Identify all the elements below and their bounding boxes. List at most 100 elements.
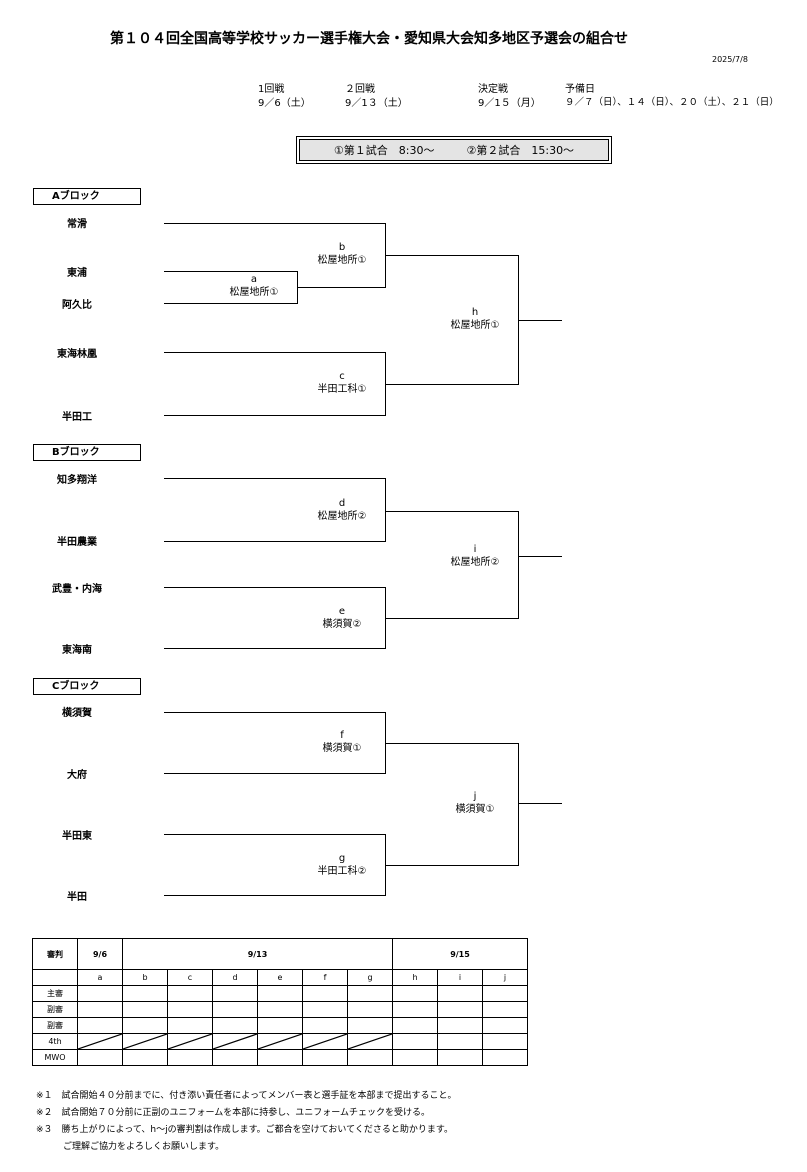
line-b2 <box>164 541 385 542</box>
row-label: 副審 <box>32 1017 78 1034</box>
match-a-id: a <box>250 274 258 285</box>
line-c1 <box>164 712 385 713</box>
line-match-j <box>518 743 519 866</box>
match-h-id: h <box>471 307 479 318</box>
referee-col-i: i <box>437 969 483 986</box>
line-h-out <box>518 320 562 321</box>
referee-col-g: g <box>347 969 393 986</box>
row-label: 4th <box>32 1033 78 1050</box>
referee-row-assistant-1: 副審 <box>32 1001 528 1018</box>
referee-row-main: 主審 <box>32 985 528 1002</box>
referee-col-c: c <box>167 969 213 986</box>
line-b4 <box>164 648 385 649</box>
line-c2 <box>164 773 385 774</box>
line-b-out <box>385 255 518 256</box>
team-c4: 半田 <box>67 892 87 903</box>
row-label: 副審 <box>32 1001 78 1018</box>
line-c3 <box>164 834 385 835</box>
line-a1 <box>164 223 385 224</box>
team-c1: 横須賀 <box>62 708 92 719</box>
team-a1: 常滑 <box>67 219 87 230</box>
first-match-time: ①第１試合 8:30～ <box>333 144 435 157</box>
line-a4 <box>164 352 385 353</box>
match-h-venue: 松屋地所① <box>450 320 500 331</box>
referee-col-f: f <box>302 969 348 986</box>
line-match-i <box>518 511 519 619</box>
line-c4 <box>164 895 385 896</box>
block-a-label: Aブロック <box>33 188 141 205</box>
disabled-cell <box>212 1033 258 1050</box>
match-e-id: e <box>338 606 346 617</box>
match-j-label: j 横須賀① <box>456 790 495 816</box>
referee-col-h: h <box>392 969 438 986</box>
referee-table: 審判 9/6 9/13 9/15 a b c d e f g h i j 主審 … <box>32 938 528 1066</box>
referee-col-d: d <box>212 969 258 986</box>
document-date: 2025/7/8 <box>712 55 748 64</box>
note-3: ※３ 勝ち上がりによって、h～jの審判割は作成します。ご都合を空けておいてくださ… <box>36 1125 453 1135</box>
match-a-label: a 松屋地所① <box>230 273 279 299</box>
block-b-label: Bブロック <box>33 444 141 461</box>
match-c-label: c 半田工科① <box>318 370 367 396</box>
referee-col-e: e <box>257 969 303 986</box>
disabled-cell <box>122 1033 168 1050</box>
team-b3: 武豊・内海 <box>52 584 102 595</box>
referee-col-b: b <box>122 969 168 986</box>
note-1: ※１ 試合開始４０分前までに、付き添い責任者によってメンバー表と選手証を本部まで… <box>36 1091 457 1101</box>
match-f-id: f <box>340 730 344 741</box>
schedule-round-final: 決定戦 <box>478 84 508 95</box>
notes: ※１ 試合開始４０分前までに、付き添い責任者によってメンバー表と選手証を本部まで… <box>36 1088 457 1156</box>
match-f-venue: 横須賀① <box>322 743 362 754</box>
match-f-label: f 横須賀① <box>323 729 362 755</box>
match-b-id: b <box>338 242 346 253</box>
line-a2 <box>164 271 297 272</box>
schedule-round-2: ２回戦 <box>345 84 375 95</box>
note-2: ※２ 試合開始７０分前に正副のユニフォームを本部に持参し、ユニフォームチェックを… <box>36 1108 431 1118</box>
match-c-venue: 半田工科① <box>317 384 367 395</box>
schedule-round-1: 1回戦 <box>258 84 285 95</box>
line-a5 <box>164 415 385 416</box>
match-i-label: i 松屋地所② <box>451 543 500 569</box>
disabled-cell <box>302 1033 348 1050</box>
schedule-round-reserve: 予備日 <box>565 84 595 95</box>
match-h-label: h 松屋地所① <box>451 306 500 332</box>
referee-col-a: a <box>77 969 123 986</box>
team-c3: 半田東 <box>62 831 92 842</box>
line-d-out <box>385 511 518 512</box>
line-b3 <box>164 587 385 588</box>
schedule-date-reserve: ９／７（日）、１４（日）、２０（土）、２１（日） <box>565 97 779 108</box>
block-c-label: Cブロック <box>33 678 141 695</box>
schedule-date-2: 9／1３（土） <box>345 98 408 109</box>
match-g-id: g <box>338 853 346 864</box>
referee-date-96: 9/6 <box>77 938 123 970</box>
referee-date-913: 9/13 <box>122 938 393 970</box>
schedule-date-1: 9／6（土） <box>258 98 311 109</box>
match-d-id: d <box>338 498 346 509</box>
match-j-id: j <box>473 791 477 802</box>
page-title: 第１０４回全国高等学校サッカー選手権大会・愛知県大会知多地区予選会の組合せ <box>110 31 628 47</box>
disabled-cell <box>77 1033 123 1050</box>
referee-col-j: j <box>482 969 528 986</box>
line-c-out <box>385 384 518 385</box>
note-4: ご理解ご協力をよろしくお願いします。 <box>36 1142 225 1152</box>
disabled-cell <box>257 1033 303 1050</box>
match-i-id: i <box>473 544 477 555</box>
match-i-venue: 松屋地所② <box>450 557 500 568</box>
line-match-d <box>385 478 386 542</box>
team-b1: 知多翔洋 <box>57 475 97 486</box>
row-label: 主審 <box>32 985 78 1002</box>
line-g-out <box>385 865 518 866</box>
referee-header: 審判 <box>32 938 78 970</box>
line-j-out <box>518 803 562 804</box>
match-d-label: d 松屋地所② <box>318 497 367 523</box>
match-d-venue: 松屋地所② <box>317 511 367 522</box>
referee-row-4th: 4th <box>32 1033 528 1050</box>
referee-row-mwo: MWO <box>32 1049 528 1066</box>
team-b4: 東海南 <box>62 645 92 656</box>
schedule-date-final: 9／1５（月） <box>478 98 541 109</box>
line-e-out <box>385 618 518 619</box>
match-j-venue: 横須賀① <box>455 804 495 815</box>
match-b-venue: 松屋地所① <box>317 255 367 266</box>
line-b1 <box>164 478 385 479</box>
team-a5: 半田工 <box>62 412 92 423</box>
referee-date-915: 9/15 <box>392 938 528 970</box>
